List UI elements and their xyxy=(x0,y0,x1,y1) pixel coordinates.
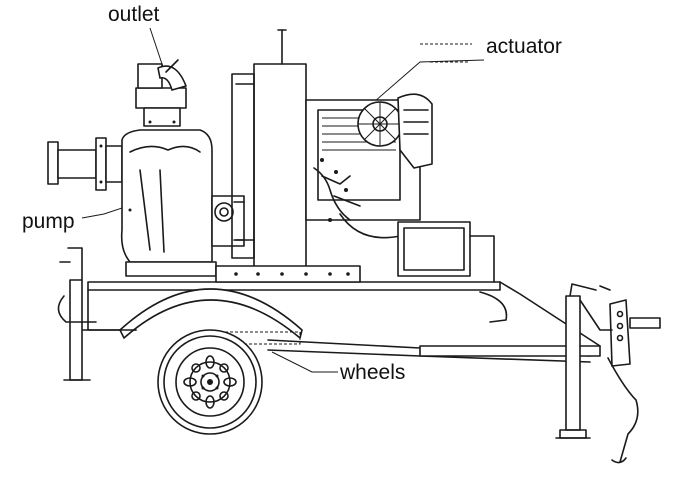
wheels-leader xyxy=(271,351,338,373)
wheels-label: wheels xyxy=(340,361,406,384)
pump-label: pump xyxy=(22,210,75,233)
actuator-label: actuator xyxy=(486,35,562,58)
wheel xyxy=(157,329,263,435)
trailer-chassis xyxy=(57,247,661,464)
outlet-label: outlet xyxy=(108,3,160,26)
pump-body xyxy=(47,59,245,277)
engine-assembly xyxy=(215,29,495,283)
